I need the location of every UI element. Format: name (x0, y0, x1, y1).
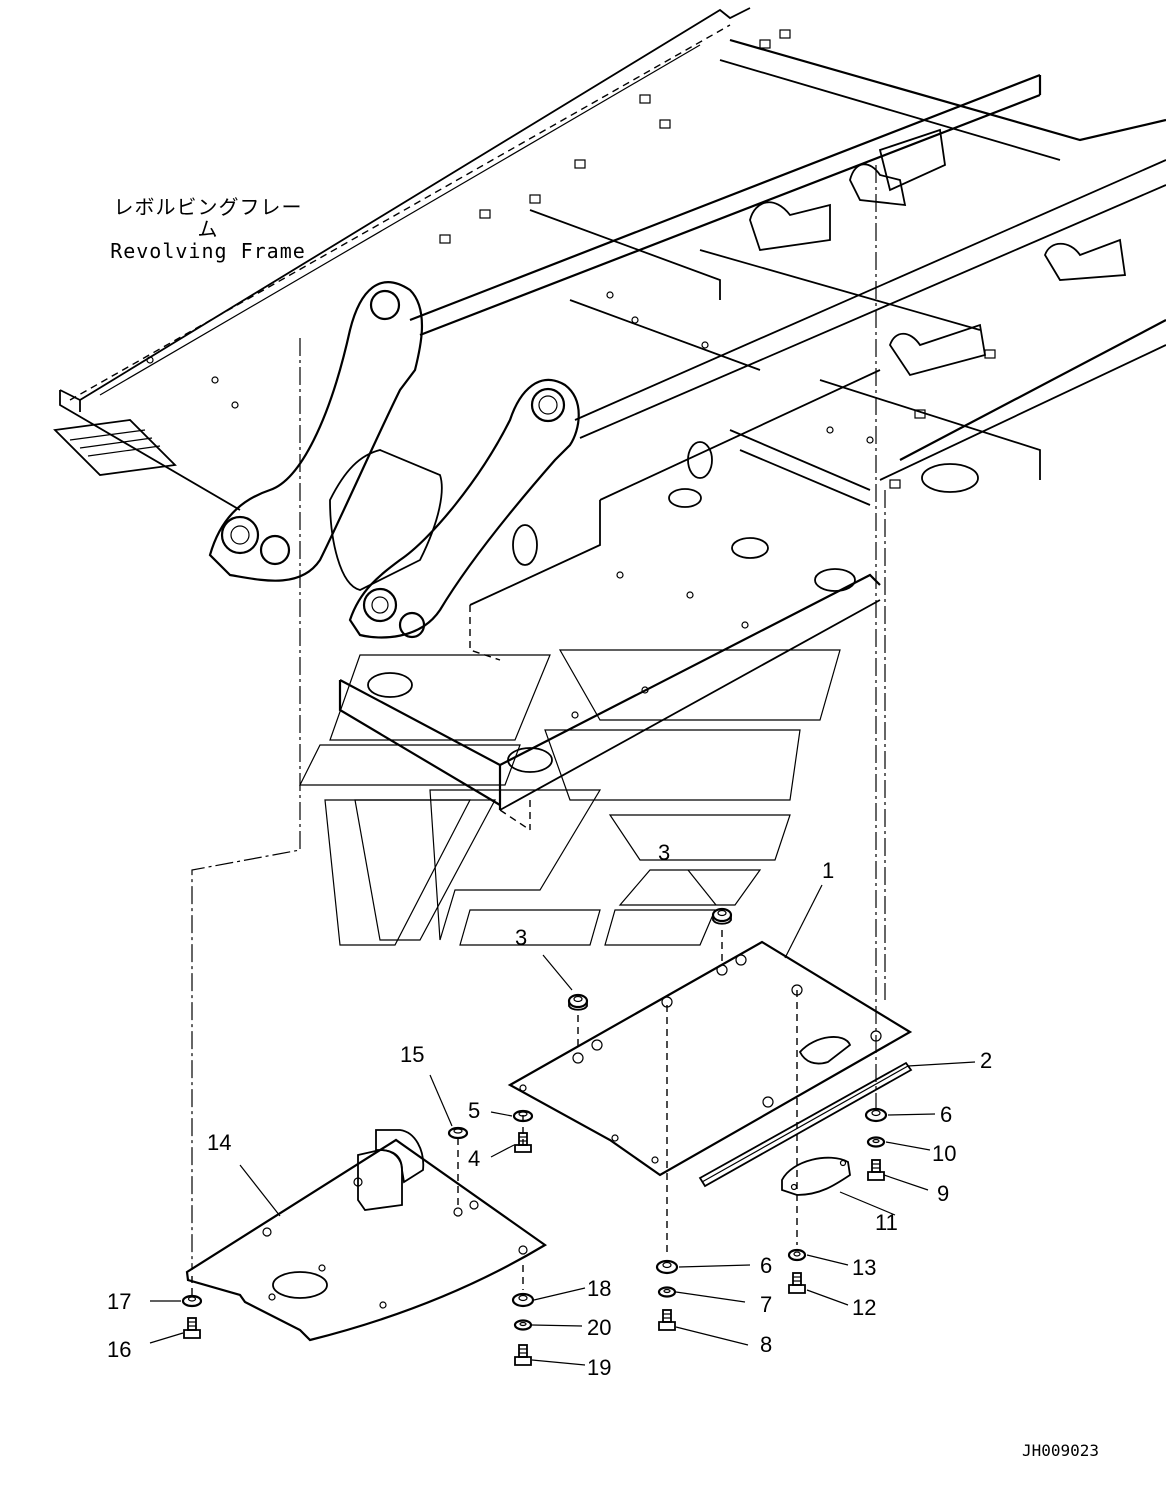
callout-labels: 3 3 1 2 5 4 15 14 6 10 9 11 6 7 8 13 12 … (107, 840, 992, 1380)
bolt-19-icon (514, 1344, 532, 1366)
frame-label-japanese: レボルビングフレーム (113, 195, 303, 241)
cover-plate-1 (507, 940, 913, 1177)
bolt-9-icon (867, 1159, 885, 1181)
washer-18-icon (511, 1292, 535, 1308)
bolt-12-icon (788, 1272, 806, 1294)
cover-plate-14 (185, 1129, 548, 1342)
washer-15-icon (447, 1126, 469, 1140)
washer-6a-icon (864, 1107, 888, 1123)
callout-8: 8 (760, 1332, 772, 1357)
callout-3b: 3 (515, 925, 527, 950)
callout-6a: 6 (940, 1102, 952, 1127)
drawing-id: JH009023 (1022, 1441, 1099, 1460)
washer-6b-icon (655, 1259, 679, 1275)
callout-10: 10 (932, 1141, 956, 1166)
callout-16: 16 (107, 1337, 131, 1362)
frame-label-english: Revolving Frame (110, 239, 306, 263)
callout-1: 1 (822, 858, 834, 883)
hardware (181, 907, 888, 1366)
watermark-logo (299, 649, 841, 946)
washer-17-icon (181, 1294, 203, 1308)
washer-13-icon (787, 1248, 807, 1262)
washer-3a-icon (711, 907, 733, 925)
callout-18: 18 (587, 1276, 611, 1301)
callout-12: 12 (852, 1295, 876, 1320)
washer-7-icon (657, 1286, 677, 1298)
frame-details (146, 29, 996, 719)
washer-3b-icon (567, 993, 589, 1011)
washer-20-icon (513, 1319, 533, 1331)
reference-lines (191, 165, 886, 1295)
callout-17: 17 (107, 1289, 131, 1314)
callout-14: 14 (207, 1130, 231, 1155)
washer-10-icon (866, 1136, 886, 1148)
callout-9: 9 (937, 1181, 949, 1206)
seal-strip-2 (698, 1061, 913, 1188)
bolt-8-icon (658, 1309, 676, 1331)
frame-label: レボルビングフレーム Revolving Frame (108, 196, 308, 262)
leader-lines (149, 869, 976, 1366)
revolving-frame (53, 7, 1166, 831)
bolt-4-icon (514, 1132, 532, 1153)
bolt-16-icon (183, 1317, 201, 1339)
callout-4: 4 (468, 1146, 480, 1171)
callout-15: 15 (400, 1042, 424, 1067)
callout-5: 5 (468, 1098, 480, 1123)
callout-3a: 3 (658, 840, 670, 865)
washer-5-icon (512, 1109, 534, 1123)
callout-11: 11 (875, 1210, 898, 1235)
callout-13: 13 (852, 1255, 876, 1280)
small-cover-11 (781, 1156, 851, 1196)
callout-6b: 6 (760, 1253, 772, 1278)
callout-20: 20 (587, 1315, 611, 1340)
callout-7: 7 (760, 1292, 772, 1317)
callout-19: 19 (587, 1355, 611, 1380)
callout-2: 2 (980, 1048, 992, 1073)
